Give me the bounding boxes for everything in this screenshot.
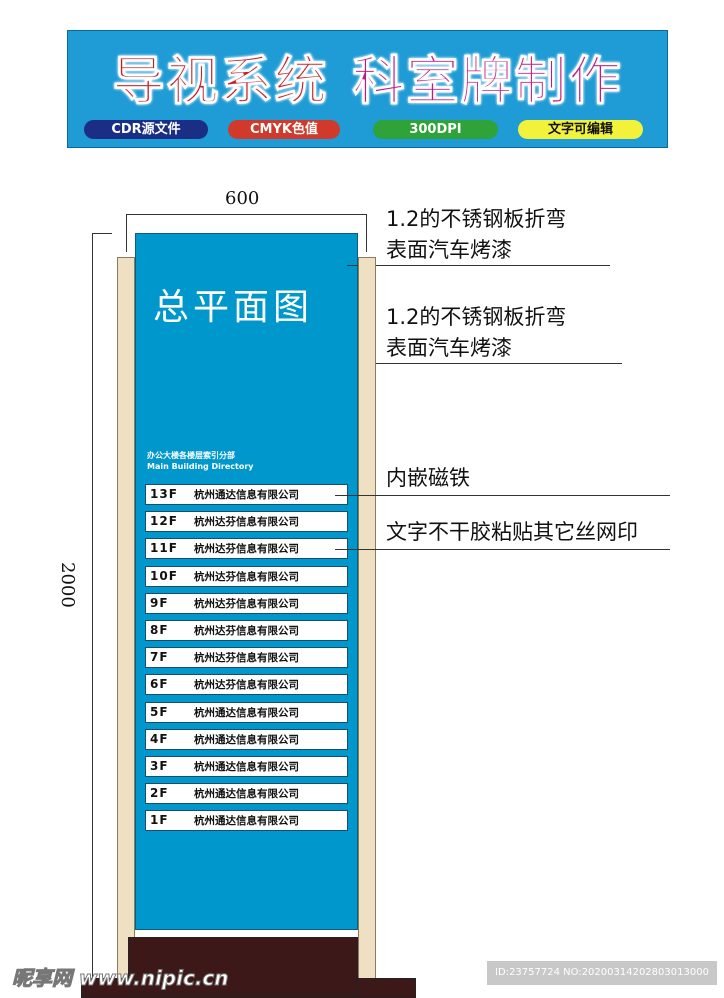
leader-line	[376, 363, 622, 364]
right-post	[358, 257, 376, 993]
note-text: 表面汽车烤漆	[386, 336, 512, 360]
note-1: 1.2的不锈钢板折弯表面汽车烤漆	[386, 204, 566, 266]
directory-row: 4F 杭州通达信息有限公司	[145, 728, 348, 750]
dimension-line	[366, 214, 367, 252]
company-name: 杭州通达信息有限公司	[194, 733, 299, 746]
directory-row: 12F 杭州达芬信息有限公司	[145, 511, 348, 533]
directory-row: 8F 杭州达芬信息有限公司	[145, 620, 348, 641]
company-name: 杭州达芬信息有限公司	[194, 679, 299, 692]
company-name: 杭州通达信息有限公司	[194, 761, 299, 773]
floor-label: 7F	[150, 650, 169, 665]
directory-row: 9F 杭州达芬信息有限公司	[145, 592, 348, 614]
floor-label: 4F	[150, 731, 169, 746]
company-name: 杭州达芬信息有限公司	[194, 652, 299, 665]
height-dimension: 2000	[57, 562, 78, 608]
floor-label: 13F	[150, 487, 178, 501]
floor-label: 2F	[150, 786, 169, 801]
title-left: 导视系统	[112, 52, 329, 113]
floor-label: 3F	[150, 759, 169, 773]
floor-label: 11F	[150, 541, 178, 556]
directory-row: 7F 杭州达芬信息有限公司	[145, 647, 348, 669]
directory-row: 10F 杭州达芬信息有限公司	[145, 565, 348, 587]
floor-label: 10F	[150, 568, 178, 583]
directory-row: 1F 杭州通达信息有限公司	[145, 810, 348, 832]
floor-label: 9F	[150, 595, 169, 610]
watermark-id: ID:23757724 NO:20200314202803013000	[487, 961, 717, 985]
note-4: 文字不干胶粘贴其它丝网印	[386, 520, 638, 544]
floor-label: 5F	[150, 704, 169, 719]
note-text: 1.2的不锈钢板折弯	[386, 305, 567, 329]
map-title: 总平面图	[153, 287, 314, 328]
company-name: 杭州达芬信息有限公司	[194, 516, 299, 529]
floor-label: 1F	[150, 813, 169, 828]
watermark-site: 昵享网 www.nipic.cn	[12, 966, 230, 991]
company-name: 杭州达芬信息有限公司	[194, 543, 299, 556]
directory-row: 6F 杭州达芬信息有限公司	[145, 674, 348, 696]
note-2: 1.2的不锈钢板折弯表面汽车烤漆	[386, 302, 566, 364]
company-name: 杭州通达信息有限公司	[194, 706, 299, 719]
note-text: 表面汽车烤漆	[386, 238, 512, 262]
directory-row: 2F 杭州通达信息有限公司	[145, 783, 348, 805]
pill-dpi: 300DPI	[373, 120, 498, 139]
dimension-line	[126, 214, 367, 215]
directory-row: 11F 杭州达芬信息有限公司	[145, 538, 348, 560]
pill-cmyk: CMYK色值	[228, 120, 340, 139]
note-3: 内嵌磁铁	[386, 466, 470, 490]
directory-row: 13F 杭州通达信息有限公司	[145, 484, 348, 505]
dimension-line	[92, 233, 93, 993]
company-name: 杭州达芬信息有限公司	[194, 570, 299, 583]
floor-label: 12F	[150, 514, 178, 529]
pill-cdr: CDR源文件	[84, 120, 208, 139]
directory-row: 3F 杭州通达信息有限公司	[145, 756, 348, 777]
directory-title-en: Main Building Directory	[147, 462, 254, 471]
width-dimension: 600	[225, 188, 260, 209]
company-name: 杭州达芬信息有限公司	[194, 597, 299, 610]
company-name: 杭州通达信息有限公司	[194, 788, 299, 801]
dimension-line	[92, 233, 112, 234]
floor-label: 6F	[150, 677, 169, 692]
note-text: 1.2的不锈钢板折弯	[386, 207, 567, 231]
floor-label: 8F	[150, 623, 169, 637]
left-post	[117, 257, 135, 993]
company-name: 杭州达芬信息有限公司	[194, 625, 299, 637]
leader-line	[376, 265, 610, 266]
dimension-line	[126, 214, 127, 252]
leader-line	[335, 495, 670, 496]
company-name: 杭州通达信息有限公司	[194, 489, 299, 501]
banner-title: 导视系统科室牌制作	[68, 39, 667, 114]
leader-arrow	[347, 265, 358, 266]
leader-line	[335, 549, 670, 550]
pill-editable: 文字可编辑	[518, 120, 643, 139]
directory-title-cn: 办公大楼各楼层索引分部	[147, 451, 235, 460]
company-name: 杭州通达信息有限公司	[194, 815, 299, 828]
banner: 导视系统科室牌制作 CDR源文件 CMYK色值 300DPI 文字可编辑	[67, 30, 668, 148]
directory-row: 5F 杭州通达信息有限公司	[145, 701, 348, 723]
title-right: 科室牌制作	[352, 52, 623, 113]
